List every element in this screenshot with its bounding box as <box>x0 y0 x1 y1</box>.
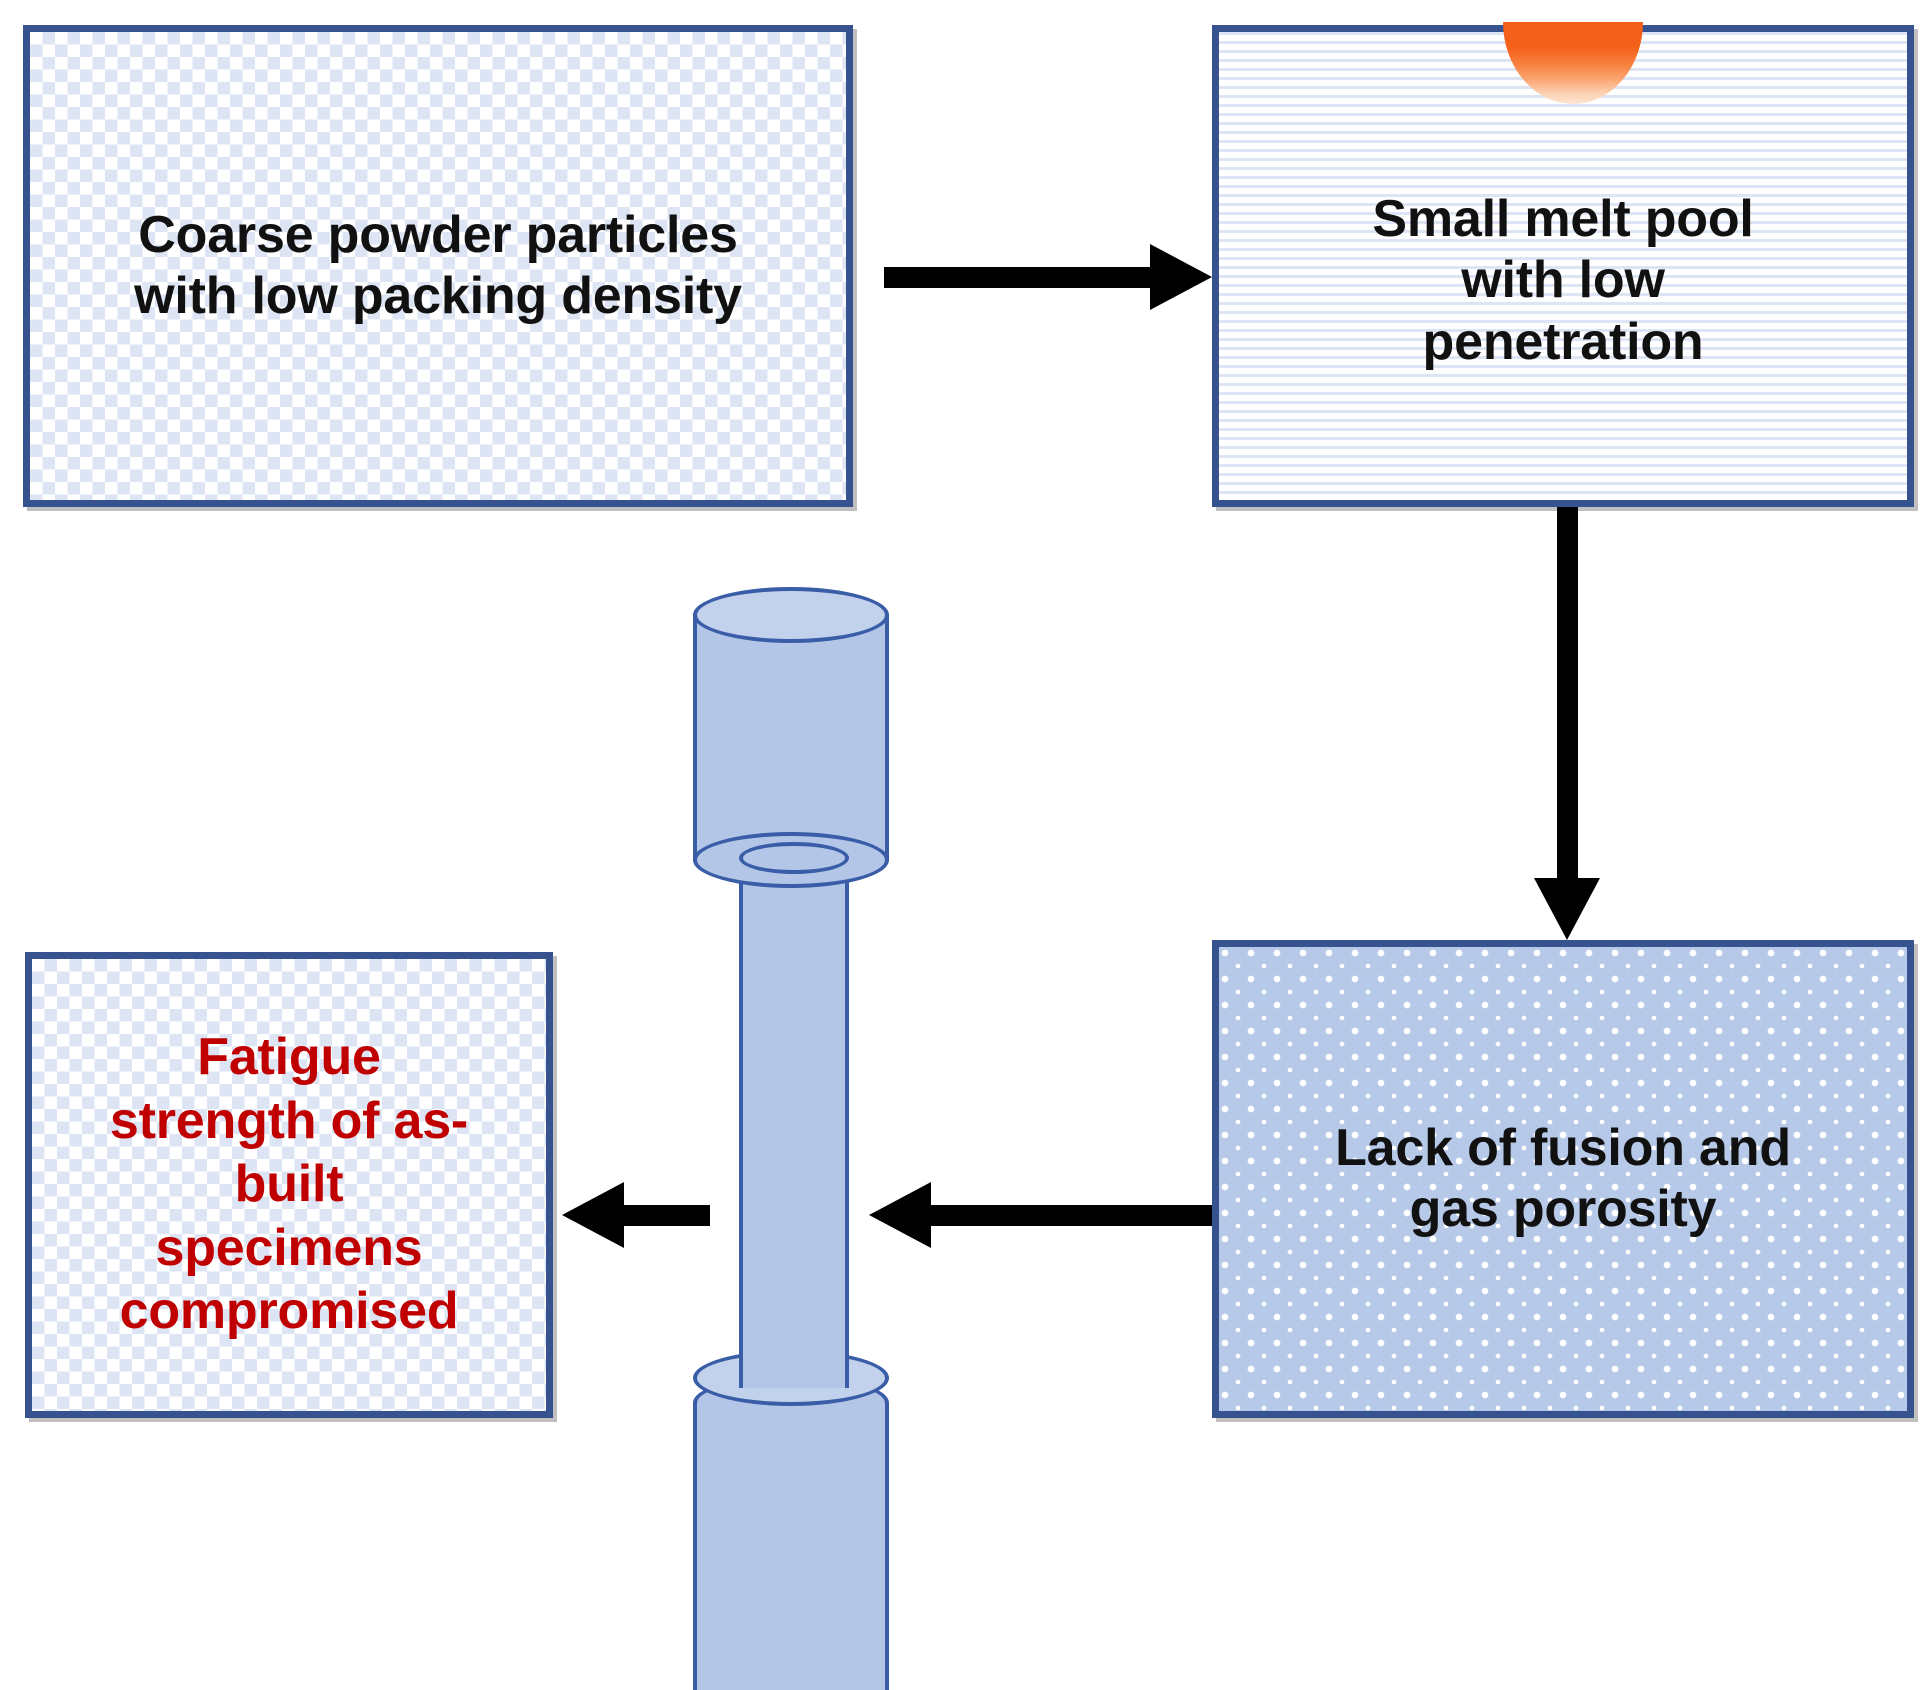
arrow-head-icon <box>869 1182 931 1248</box>
specimen-gauge-top-lip-ellipse <box>739 842 849 874</box>
specimen-top-cap-ellipse <box>693 587 889 643</box>
arrow-shaft <box>624 1205 710 1226</box>
flow-node-porosity-label: Lack of fusion and gas porosity <box>1335 1118 1791 1238</box>
flow-node-porosity[interactable]: Lack of fusion and gas porosity <box>1212 940 1914 1418</box>
flow-node-coarse-powder[interactable]: Coarse powder particles with low packing… <box>23 25 853 507</box>
arrow-head-icon <box>1150 244 1212 310</box>
arrow-shaft <box>931 1205 1212 1226</box>
arrow-shaft <box>1557 507 1578 878</box>
arrow-head-icon <box>1534 878 1600 940</box>
specimen-bottom-grip-body <box>693 1403 889 1690</box>
flow-node-coarse-powder-label: Coarse powder particles with low packing… <box>134 205 742 325</box>
flow-node-fatigue-label: Fatigue strength of as-built specimens c… <box>109 1028 469 1341</box>
specimen-gauge-body <box>739 858 849 1388</box>
flow-node-melt-pool[interactable]: Small melt pool with low penetration <box>1212 25 1914 507</box>
flow-node-fatigue[interactable]: Fatigue strength of as-built specimens c… <box>25 952 553 1418</box>
fatigue-test-specimen-illustration <box>690 587 910 1690</box>
flow-node-melt-pool-label: Small melt pool with low penetration <box>1372 189 1754 371</box>
arrow-head-icon <box>562 1182 624 1248</box>
specimen-top-grip-body <box>693 615 889 860</box>
arrow-shaft <box>884 267 1150 288</box>
